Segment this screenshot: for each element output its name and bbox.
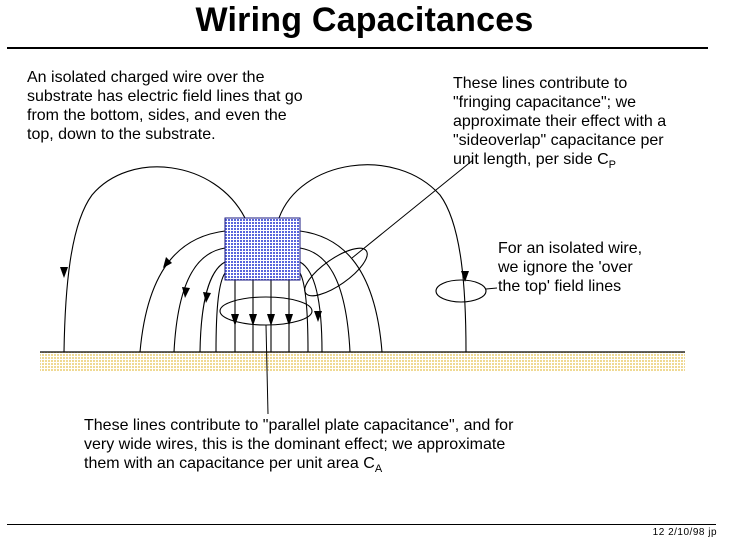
ignore-top-line: we ignore the 'over [498,259,633,276]
parallel-plate-line-last: them with an capacitance per unit area C… [84,454,513,479]
slide-title: Wiring Capacitances [195,1,534,39]
field-line-side-right-3 [299,261,323,353]
fringing-line-last: unit length, per side CP [453,150,666,175]
parallel-plate-line: These lines contribute to "parallel plat… [84,417,514,434]
wire-cross-section [224,217,301,281]
fringing-last-text: unit length, per side C [453,151,609,168]
fringing-note: These lines contribute to "fringing capa… [453,74,666,175]
arrowhead-plate-4 [285,314,293,326]
field-arrowheads [60,257,469,326]
isolated-wire-line: substrate has electric field lines that … [27,88,303,105]
field-line-side-right-4 [299,272,309,353]
parallel-plate-subscript: A [374,463,383,475]
parallel-plate-callout-ellipse [219,296,313,326]
arrowhead-plate-2 [249,314,257,326]
arrowhead-side-left-3 [203,292,211,303]
parallel-plate-last-text: them with an capacitance per unit area C [84,455,375,472]
field-line-top-left [63,166,246,353]
ignore-top-line: the top' field lines [498,278,622,295]
field-line-side-left-3 [199,261,226,353]
arrowhead-plate-3 [267,314,275,326]
arrowhead-top-left [60,267,68,278]
field-line-side-left-2 [173,247,226,353]
isolated-wire-line: from the bottom, sides, and even the [27,107,287,124]
field-line-side-left-4 [215,272,226,353]
slide-footer: 12 2/10/98 jp [652,527,717,538]
arrowhead-top-right [461,271,469,282]
field-line-side-right-2 [299,247,351,353]
isolated-wire-line: An isolated charged wire over the [27,69,265,86]
parallel-plate-line: very wide wires, this is the dominant ef… [84,436,506,453]
fringing-pointer [351,159,474,259]
arrowhead-side-left-1 [163,257,172,268]
isolated-wire-note: An isolated charged wire over the substr… [27,68,303,144]
fringing-line: "fringing capacitance"; we [453,94,637,111]
over-top-callout-ellipse [435,279,487,303]
field-line-side-right-1 [299,230,383,353]
fringing-callout-ellipse [304,247,368,297]
arrowhead-side-right-4 [314,311,322,322]
parallel-plate-pointer [265,324,269,415]
parallel-plate-note: These lines contribute to "parallel plat… [84,416,513,479]
over-top-pointer [485,287,498,290]
fringing-subscript: P [608,159,616,171]
fringing-line: "sideoverlap" capacitance per [453,132,664,149]
footer-rule [7,524,716,525]
field-line-side-left-1 [139,230,226,353]
arrowhead-plate-1 [231,314,239,326]
fringing-line: approximate their effect with a [453,113,667,130]
ignore-top-line: For an isolated wire, [498,240,643,257]
title-rule [7,47,708,49]
arrowhead-side-left-2 [182,287,190,298]
ignore-top-note: For an isolated wire, we ignore the 'ove… [498,239,642,296]
isolated-wire-line: top, down to the substrate. [27,126,216,143]
fringing-line: These lines contribute to [453,75,628,92]
substrate [40,352,685,371]
